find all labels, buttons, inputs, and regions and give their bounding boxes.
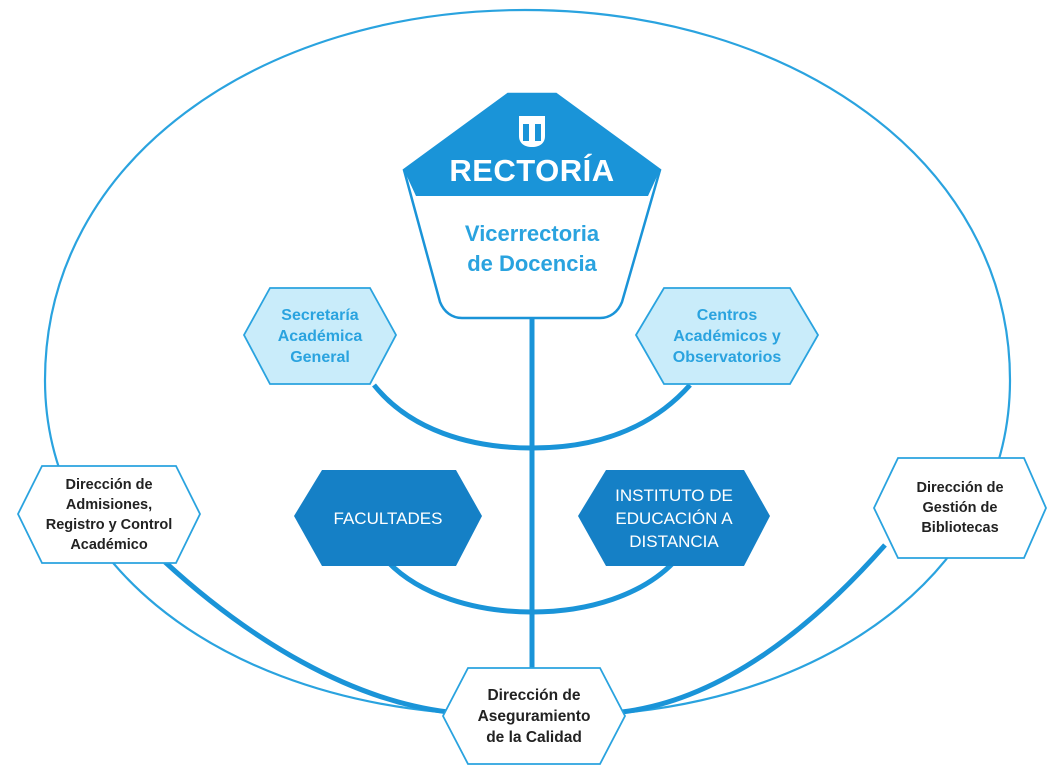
rectoria-label: RECTORÍA [449, 153, 615, 188]
bibliotecas-label: Dirección de Gestión de Bibliotecas [916, 480, 1004, 536]
aseguramiento-label: Dirección de Aseguramiento de la Calidad [477, 686, 591, 746]
vicerrectoria-label: Vicerrectoria de Docencia [464, 221, 600, 276]
centros-shape [634, 287, 820, 385]
ring-connector-right [621, 543, 887, 715]
bibliotecas-shape [873, 457, 1047, 559]
outer-ellipse-right [524, 8, 1012, 714]
centros-label: Centros Académicos y Observatorios [672, 306, 782, 366]
instituto-label: INSTITUTO DE EDUCACIÓN A DISTANCIA [615, 485, 733, 551]
instituto-shape [578, 470, 770, 566]
lower-arc [386, 560, 676, 615]
facultades-label: FACULTADES [333, 508, 443, 528]
upper-arc [372, 383, 692, 451]
ring-connector-left [163, 560, 449, 715]
aseguramiento-shape [441, 667, 627, 765]
admisiones-label: Dirección de Admisiones, Registro y Cont… [45, 477, 173, 553]
university-t-logo-icon [519, 116, 545, 147]
secretaria-label: Secretaría Académica General [277, 306, 363, 366]
secretaria-shape [242, 287, 398, 385]
facultades-shape [294, 470, 482, 566]
outer-ellipse-left [43, 8, 526, 714]
admisiones-shape [16, 465, 202, 564]
